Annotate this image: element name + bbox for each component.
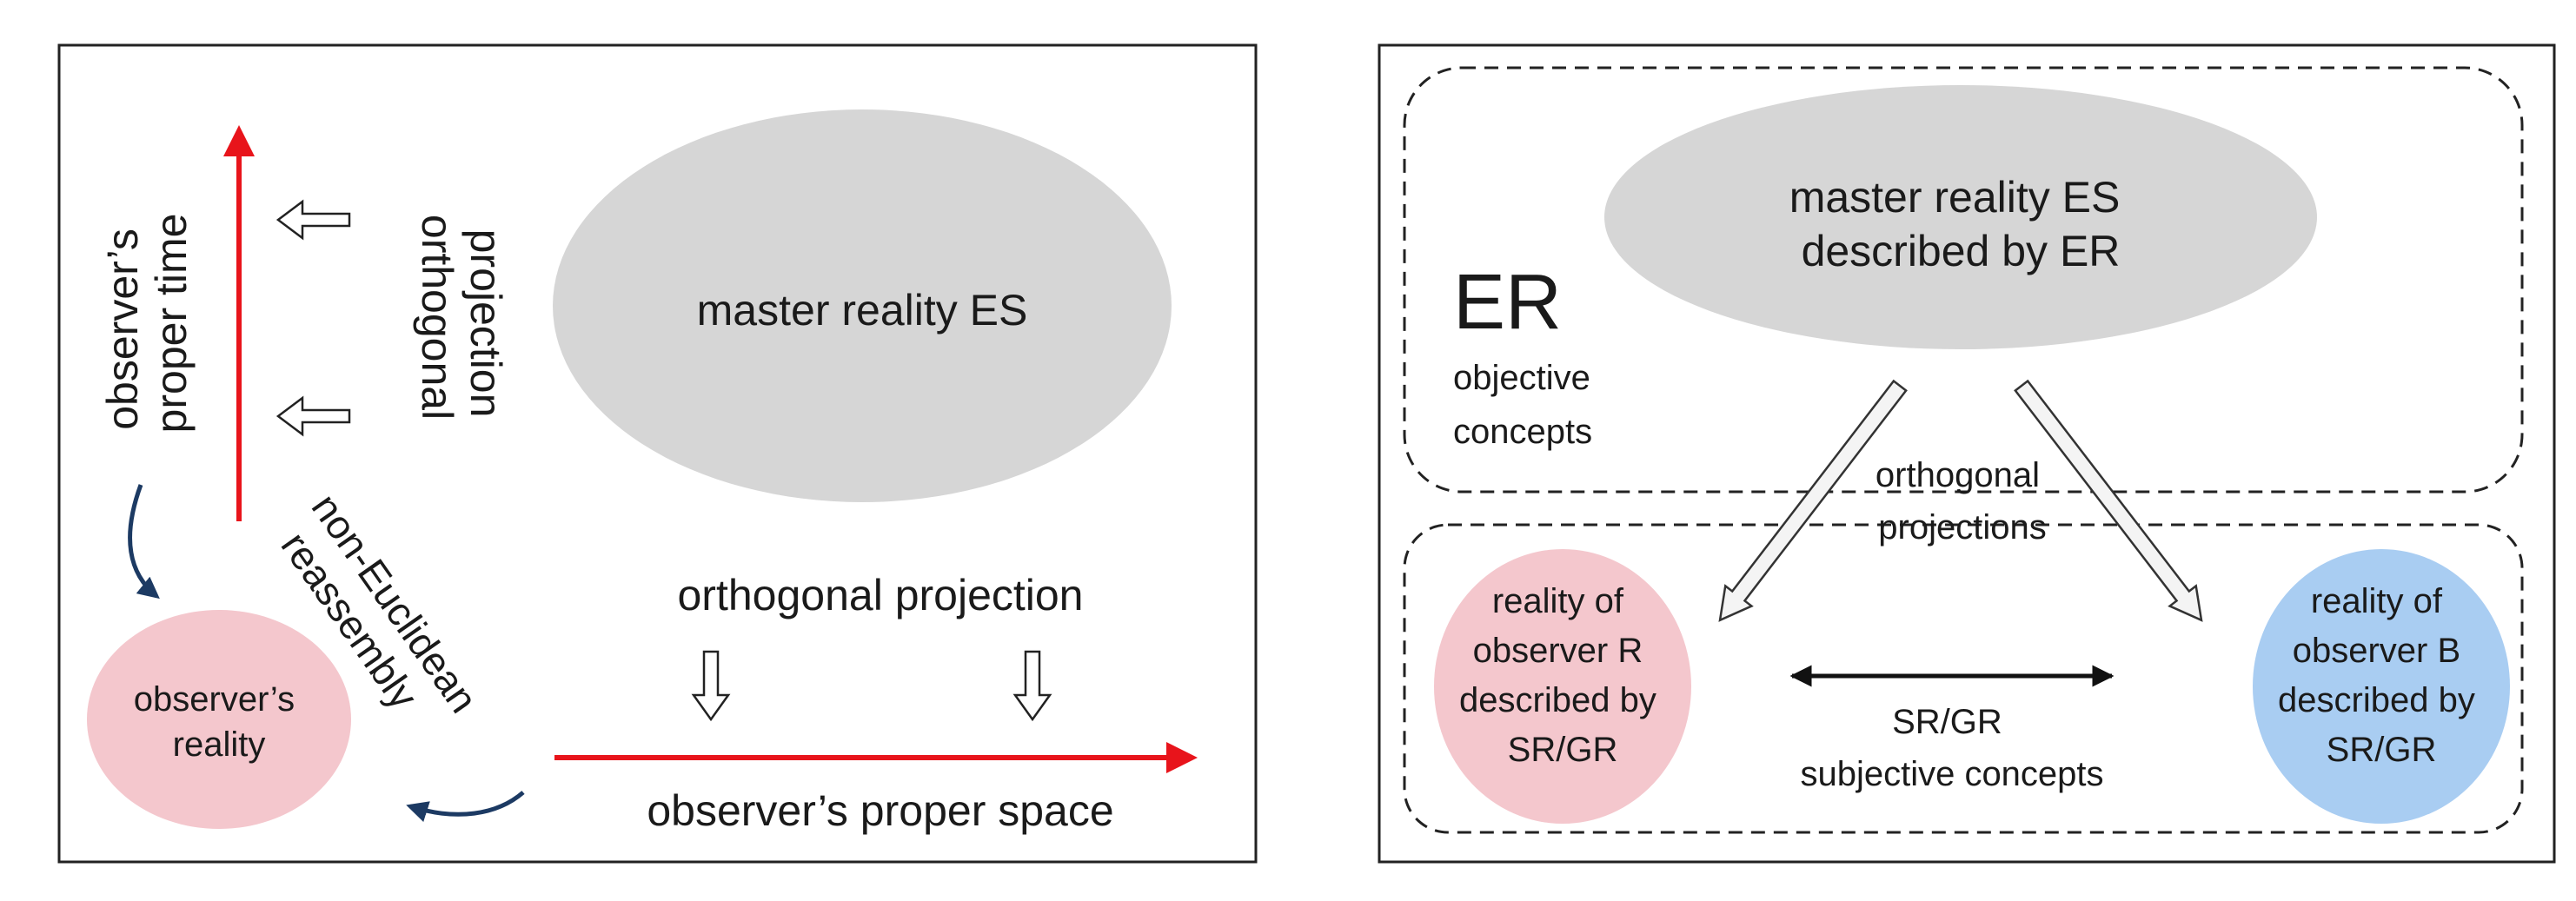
master-reality-er-label: master reality ES described by ER xyxy=(1789,173,2133,275)
observer-reality-ellipse xyxy=(87,610,351,829)
observer-b-line-4: SR/GR xyxy=(2327,731,2437,769)
observer-r-label: reality of observer R described by SR/GR xyxy=(1459,582,1666,769)
observer-r-line-1: reality of xyxy=(1492,582,1624,620)
proper-time-label-line-2: proper time xyxy=(147,214,196,434)
proper-space-axis-label: observer’s proper space xyxy=(647,786,1113,835)
observer-link-line-2: subjective concepts xyxy=(1800,755,2103,793)
space-projection-label: orthogonal projection xyxy=(678,571,1084,619)
proper-time-axis-label: observer’s proper time xyxy=(98,214,196,434)
time-projection-label-line-1: orthogonal xyxy=(413,215,461,420)
master-reality-ellipse xyxy=(553,109,1172,502)
observer-b-line-3: described by xyxy=(2278,681,2475,719)
er-subtitle-line-2: concepts xyxy=(1453,413,1592,451)
projection-arrow-to-r xyxy=(1718,379,1908,622)
observer-b-line-2: observer B xyxy=(2293,632,2460,670)
observer-b-ellipse xyxy=(2253,549,2510,824)
srgr-dashed-region xyxy=(1403,523,2524,834)
hollow-arrow-down-left xyxy=(691,650,731,722)
observer-reality-line-2: reality xyxy=(173,725,266,764)
hollow-arrow-left-lower xyxy=(276,395,351,437)
er-title: ER xyxy=(1453,259,1562,346)
projections-label-line-2: projections xyxy=(1878,508,2046,547)
master-reality-er-line-2: described by ER xyxy=(1802,227,2121,275)
time-to-reality-curved-arrow xyxy=(128,484,160,600)
observer-r-ellipse xyxy=(1434,549,1691,824)
projections-label: orthogonal projections xyxy=(1876,456,2049,547)
hollow-arrow-left-upper xyxy=(276,199,351,241)
observer-link-line-1: SR/GR xyxy=(1892,703,2002,741)
left-panel: master reality ES observer’s proper time… xyxy=(57,43,1258,864)
right-panel: master reality ES described by ER ER obj… xyxy=(1378,43,2556,864)
projection-arrow-to-b xyxy=(2014,379,2203,622)
observer-b-line-1: reality of xyxy=(2311,582,2443,620)
master-reality-er-line-1: master reality ES xyxy=(1789,173,2121,222)
observer-reality-label: observer’s reality xyxy=(134,680,304,764)
hollow-arrow-down-right xyxy=(1012,650,1052,722)
observer-r-line-3: described by xyxy=(1459,681,1656,719)
er-subtitle-line-1: objective xyxy=(1453,359,1590,397)
master-reality-label: master reality ES xyxy=(697,286,1028,335)
observer-link-label: SR/GR subjective concepts xyxy=(1800,703,2103,793)
observer-b-label: reality of observer B described by SR/GR xyxy=(2278,582,2485,769)
proper-time-label-line-1: observer’s xyxy=(98,229,147,430)
space-to-reality-curved-arrow xyxy=(406,791,525,823)
time-projection-label-line-2: projection xyxy=(461,229,510,418)
observer-r-line-2: observer R xyxy=(1473,632,1643,670)
master-reality-er-ellipse xyxy=(1604,85,2317,349)
time-projection-label: orthogonal projection xyxy=(413,215,510,432)
er-subtitle: objective concepts xyxy=(1453,359,1600,451)
observer-reality-line-1: observer’s xyxy=(134,680,295,719)
er-dashed-region xyxy=(1403,66,2524,494)
observer-r-line-4: SR/GR xyxy=(1508,731,1618,769)
projections-label-line-1: orthogonal xyxy=(1876,456,2040,494)
